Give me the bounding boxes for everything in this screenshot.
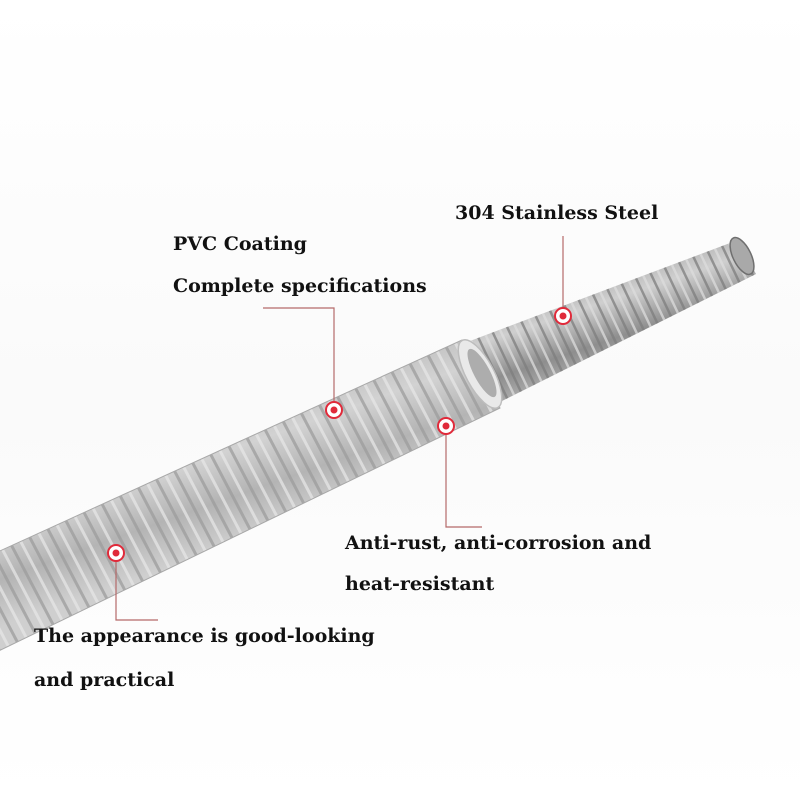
callout-marker-pvc <box>325 401 343 419</box>
cable-end <box>729 236 755 276</box>
callout-line-pvc <box>263 307 335 410</box>
callout-line-appearance <box>115 553 158 621</box>
callout-marker-rust <box>437 417 455 435</box>
rust-label-line2: heat-resistant <box>345 573 495 595</box>
pvc-label-line1: PVC Coating <box>173 233 307 255</box>
rust-label-line1: Anti-rust, anti-corrosion and <box>345 532 652 554</box>
steel-label: 304 Stainless Steel <box>455 202 659 224</box>
callout-lines <box>115 236 564 621</box>
appearance-label-line2: and practical <box>34 669 175 691</box>
appearance-label-line1: The appearance is good-looking <box>34 625 375 647</box>
callout-marker-steel <box>554 307 572 325</box>
callout-line-rust <box>445 426 482 528</box>
callout-marker-appearance <box>107 544 125 562</box>
pvc-label-line2: Complete specifications <box>173 275 427 297</box>
